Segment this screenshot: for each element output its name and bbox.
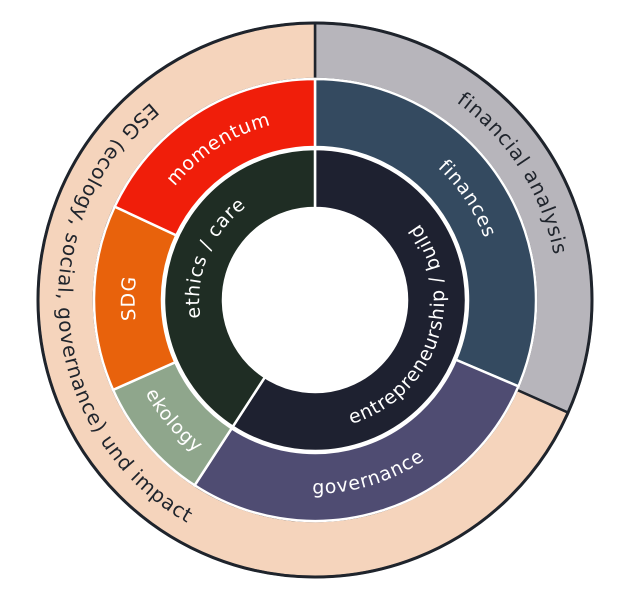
middle-segment-momentum (113, 77, 317, 237)
label-sdg: SDG (118, 275, 141, 322)
middle-segment-governance (192, 358, 521, 523)
outer-border (36, 21, 594, 579)
center-hole (223, 208, 407, 392)
segments (36, 21, 594, 579)
middle-segment-finances (313, 77, 538, 388)
